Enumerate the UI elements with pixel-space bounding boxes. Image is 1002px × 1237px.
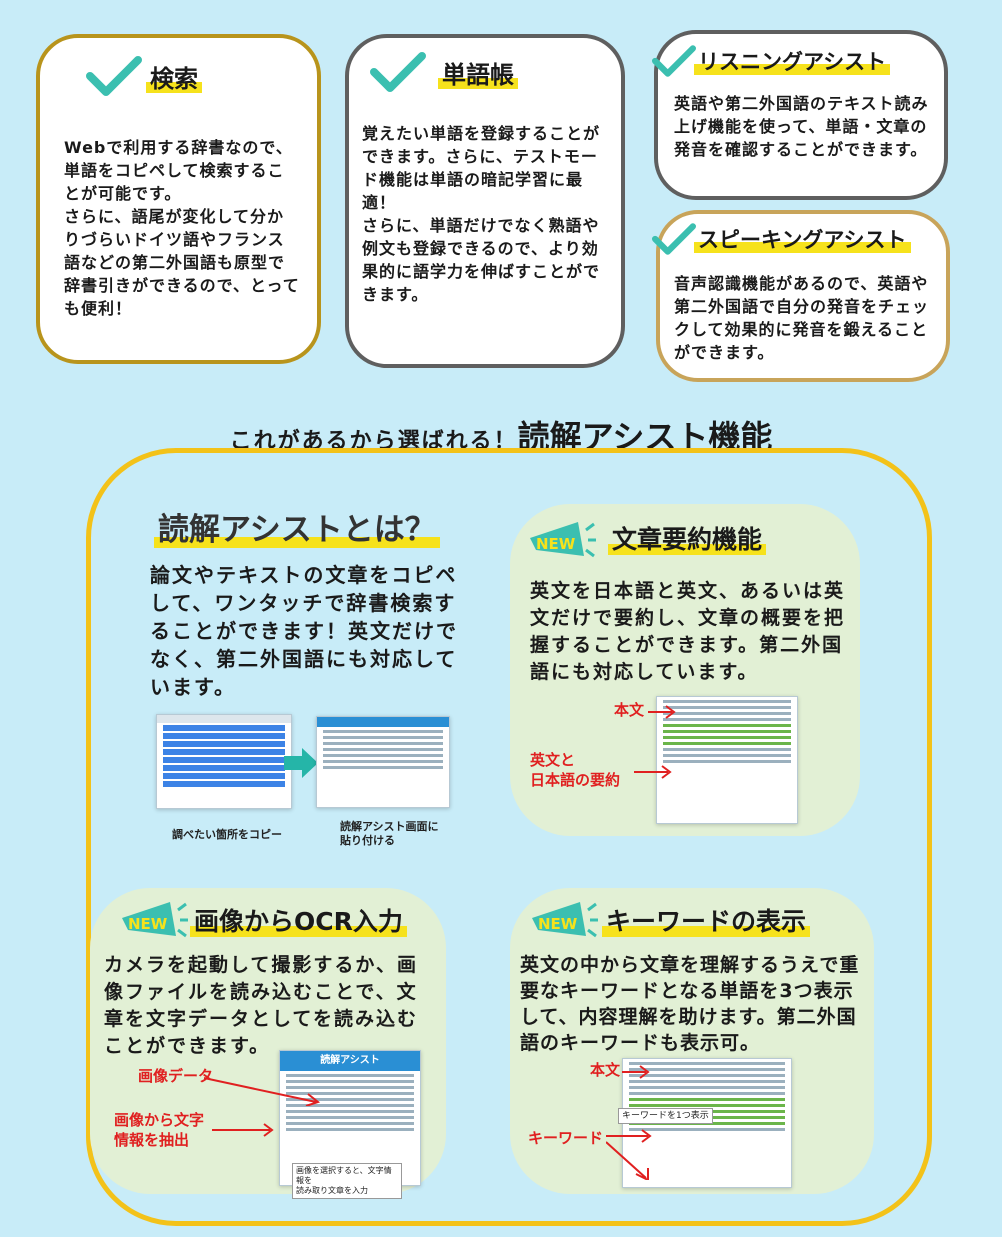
ocr-title: 画像からOCR入力	[194, 907, 403, 936]
speaking-card	[656, 210, 950, 382]
arrow-icon	[212, 1123, 274, 1137]
check-icon	[652, 45, 696, 77]
listening-heading: リスニングアシスト	[652, 44, 891, 78]
wordbook-title: 単語帳	[442, 60, 514, 89]
feature-frame	[86, 448, 932, 1226]
keyword-body-label: 本文	[590, 1061, 621, 1079]
new-badge: NEW	[536, 535, 576, 553]
megaphone-icon: NEW	[532, 902, 598, 938]
arrow-icon	[622, 1065, 650, 1079]
keyword-title: キーワードの表示	[606, 907, 807, 936]
check-icon	[370, 52, 426, 92]
keyword-box-label: キーワードを1つ表示	[618, 1108, 713, 1124]
arrow-icon	[204, 1077, 321, 1106]
listening-title: リスニングアシスト	[698, 50, 887, 74]
right-arrow-icon	[284, 748, 318, 778]
listening-card	[654, 30, 948, 200]
ocr-app-title: 読解アシスト	[280, 1051, 420, 1071]
arrow-icon	[634, 765, 672, 779]
megaphone-icon: NEW	[530, 522, 596, 558]
paste-caption: 読解アシスト画面に 貼り付ける	[340, 820, 439, 847]
copy-caption: 調べたい箇所をコピー	[172, 828, 282, 841]
arrow-icon	[648, 705, 676, 719]
keyword-keyword-label: キーワード	[528, 1129, 604, 1147]
wordbook-text: 覚えたい単語を登録することができます。さらに、テストモード機能は単語の暗記学習に…	[362, 124, 601, 304]
speaking-text: 音声認識機能があるので、英語や第二外国語で自分の発音をチェックして効果的に発音を…	[674, 274, 930, 362]
summary-heading: 文章要約機能	[607, 520, 767, 556]
ocr-popup-text: 画像を選択すると、文字情報を 読み取り文章を入力	[292, 1163, 402, 1199]
ocr-image-label: 画像データ	[138, 1067, 214, 1085]
summary-body-label: 本文	[614, 701, 645, 719]
keyword-text: 英文の中から文章を理解するうえで重要なキーワードとなる単語を3つ表示して、内容理…	[520, 954, 860, 1054]
check-icon	[86, 56, 142, 96]
summary-title: 文章要約機能	[612, 525, 763, 554]
search-heading: 検索	[86, 56, 202, 96]
check-icon	[652, 223, 696, 255]
new-badge: NEW	[538, 915, 578, 933]
about-text: 論文やテキストの文章をコピペして、ワンタッチで辞書検索することができます！英文だ…	[150, 563, 458, 699]
ocr-extract-label: 画像から文字 情報を抽出	[114, 1111, 205, 1149]
search-title: 検索	[150, 64, 198, 93]
arrow-icon	[606, 1129, 652, 1180]
ocr-text: カメラを起動して撮影するか、画像ファイルを読み込むことで、文章を文字データとして…	[104, 954, 419, 1057]
new-badge: NEW	[128, 915, 168, 933]
about-title: 読解アシストとは？	[158, 512, 436, 548]
speaking-heading: スピーキングアシスト	[652, 222, 911, 256]
about-heading: 読解アシストとは？	[154, 504, 440, 549]
summary-screenshot	[656, 696, 798, 824]
copy-screenshot	[156, 714, 292, 809]
summary-text: 英文を日本語と英文、あるいは英文だけで要約し、文章の概要を把握することができます…	[530, 580, 846, 683]
listening-text: 英語や第二外国語のテキスト読み上げ機能を使って、単語・文章の発音を確認することが…	[674, 94, 929, 159]
megaphone-icon: NEW	[122, 902, 188, 938]
search-text: Webで利用する辞書なので、単語をコピペして検索することが可能です。 さらに、語…	[64, 138, 300, 318]
ocr-heading: 画像からOCR入力	[190, 902, 407, 938]
summary-summary-label: 英文と 日本語の要約	[530, 751, 621, 789]
wordbook-heading: 単語帳	[370, 52, 518, 92]
speaking-title: スピーキングアシスト	[698, 228, 907, 252]
keyword-heading: キーワードの表示	[601, 902, 811, 938]
paste-screenshot	[316, 716, 450, 808]
